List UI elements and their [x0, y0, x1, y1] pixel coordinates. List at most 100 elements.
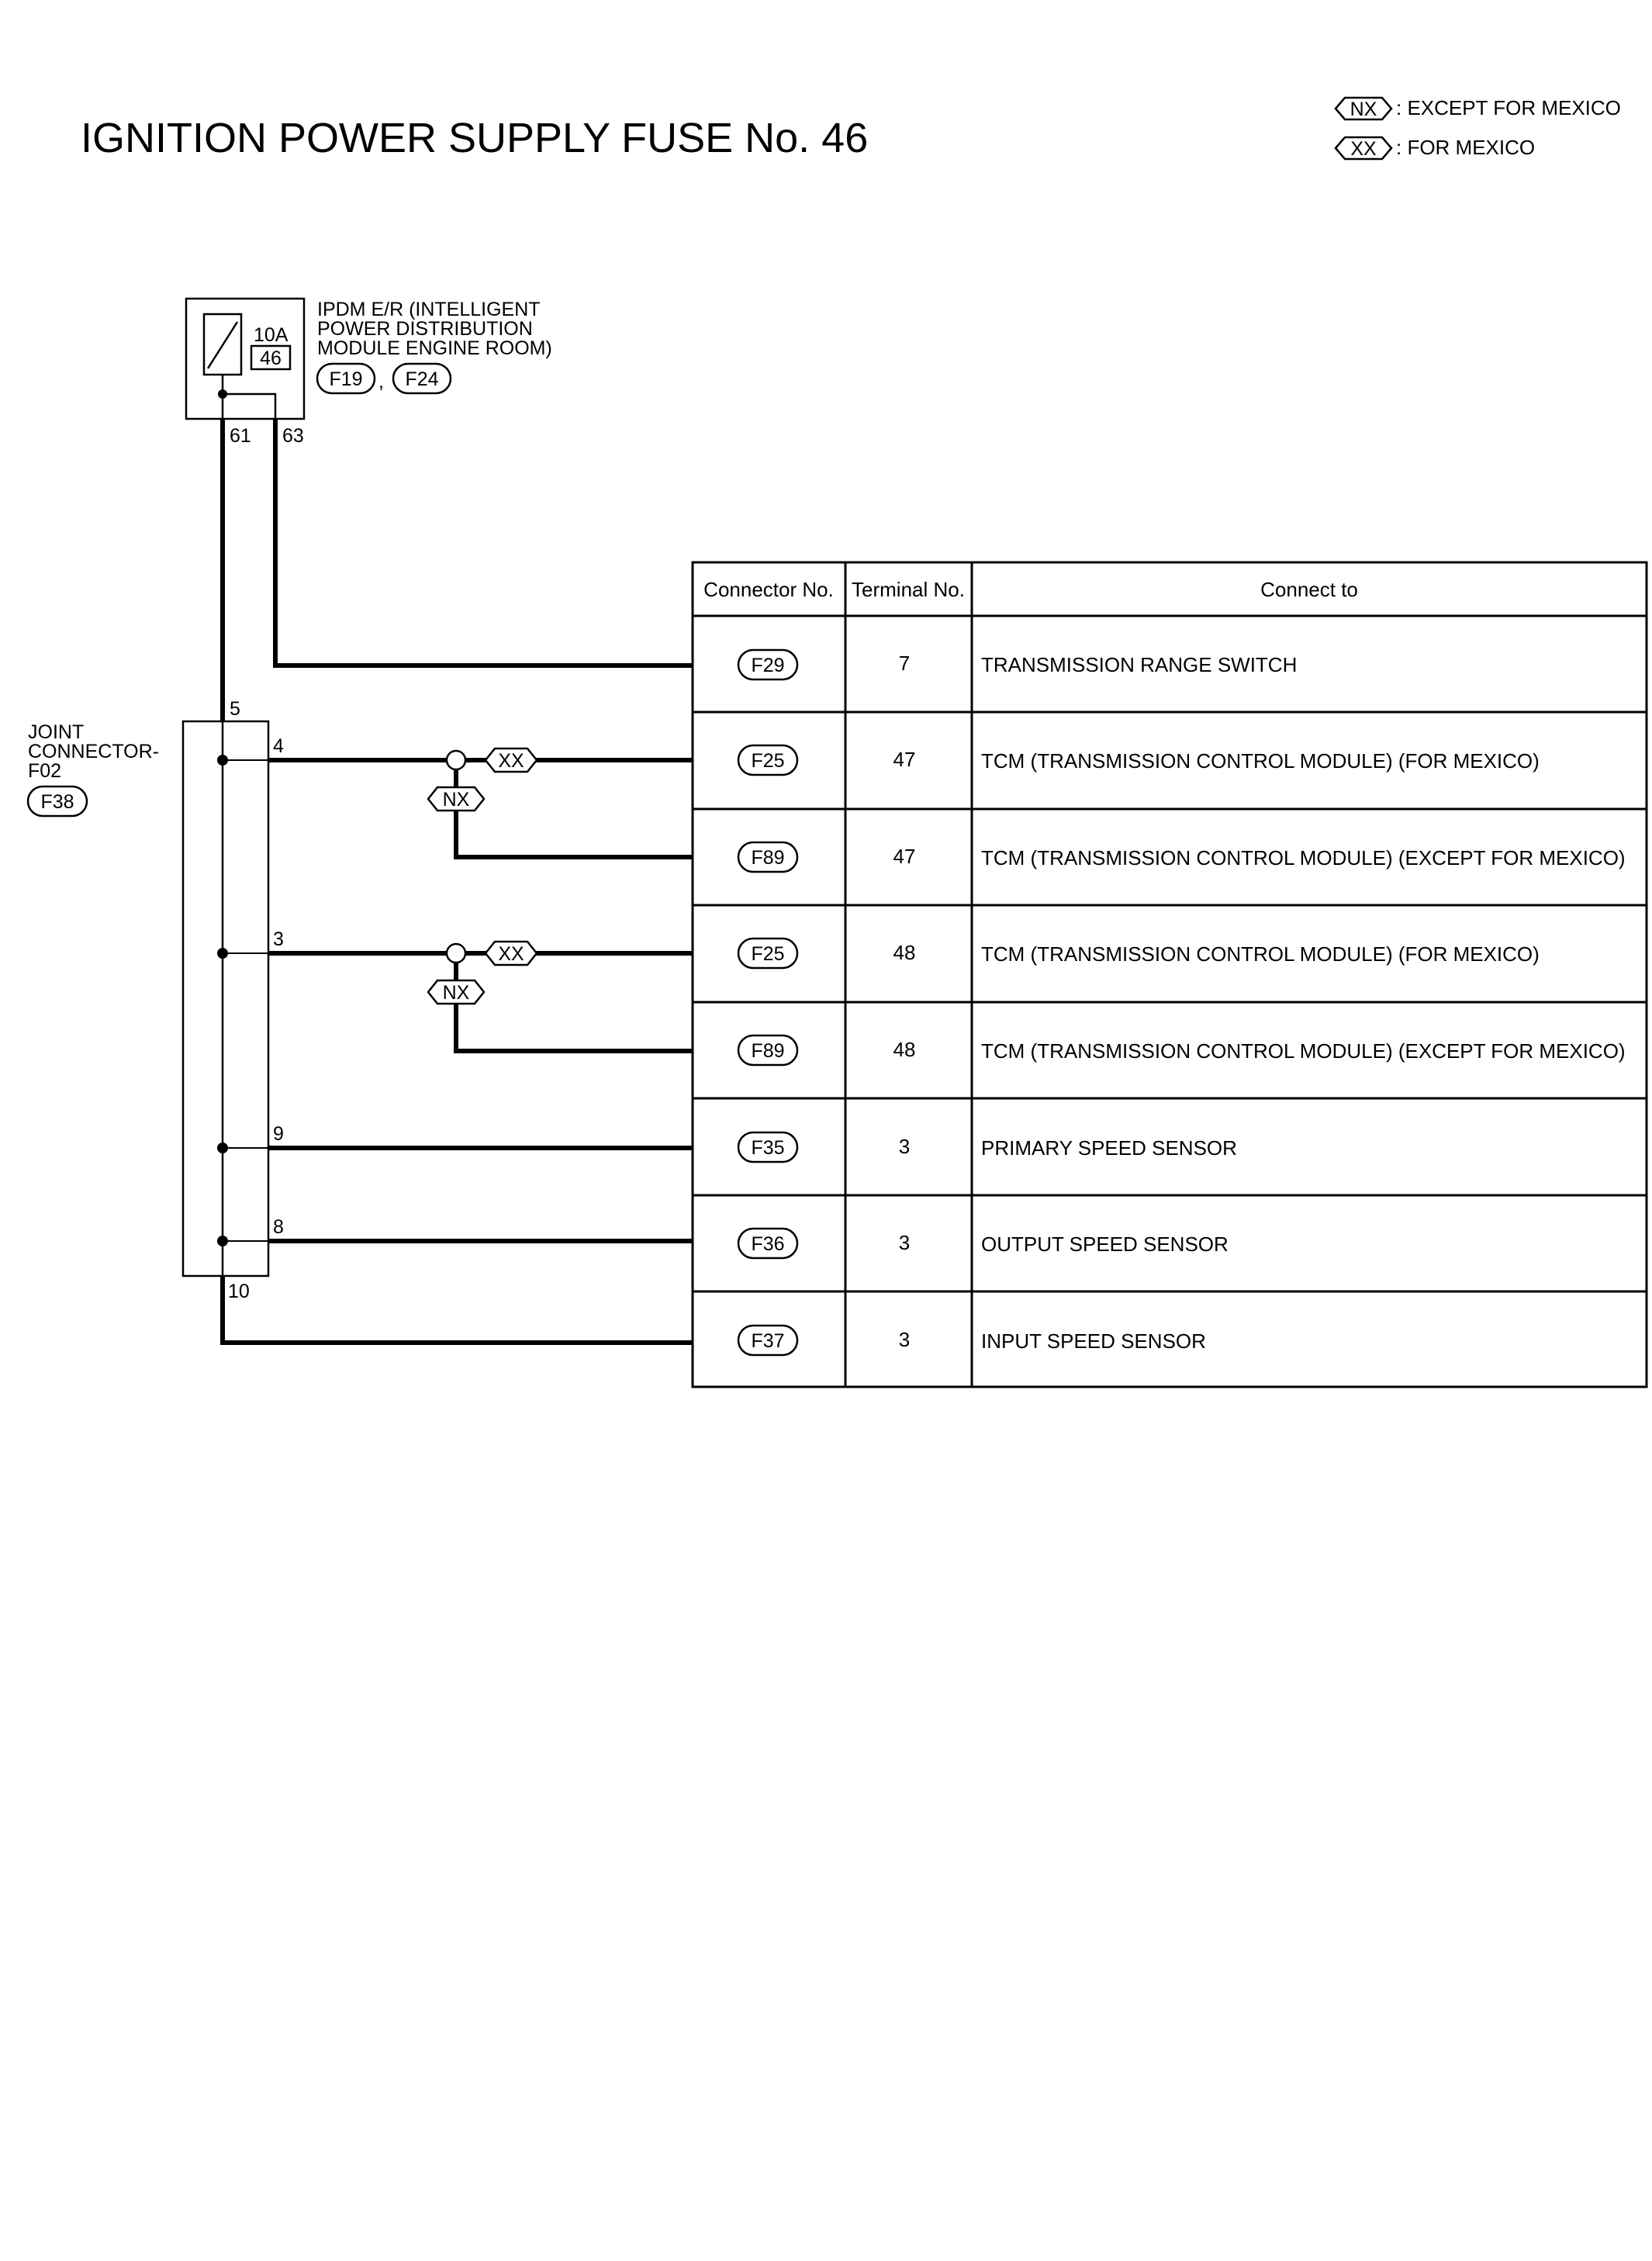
- connector-tag: [26, 785, 88, 818]
- connector-tag: [737, 744, 799, 776]
- page-title: IGNITION POWER SUPPLY FUSE No. 46: [81, 115, 868, 161]
- terminal-no: 7: [899, 652, 910, 675]
- xx-tag-icon: [484, 940, 538, 966]
- xx-tag-icon: [484, 747, 538, 773]
- connect-to: INPUT SPEED SENSOR: [981, 1329, 1206, 1353]
- table-row: F35 3 PRIMARY SPEED SENSOR: [737, 1131, 1237, 1163]
- table-border: [691, 561, 1648, 1388]
- option-junction-1: XX NX: [427, 747, 538, 812]
- connector-tag: [737, 937, 799, 970]
- table-row: F89 47 TCM (TRANSMISSION CONTROL MODULE)…: [737, 841, 1626, 873]
- legend-code: NX: [1350, 99, 1377, 120]
- ipdm-label-line: MODULE ENGINE ROOM): [317, 337, 552, 359]
- table-header: Connector No.: [703, 578, 834, 601]
- legend-item-nx: NX : EXCEPT FOR MEXICO: [1334, 96, 1621, 121]
- splice-dot: [218, 389, 227, 399]
- legend-text: : FOR MEXICO: [1396, 136, 1535, 159]
- connect-to: OUTPUT SPEED SENSOR: [981, 1232, 1229, 1256]
- legend: NX : EXCEPT FOR MEXICO XX : FOR MEXICO: [1334, 96, 1621, 161]
- table-row: F29 7 TRANSMISSION RANGE SWITCH: [737, 648, 1297, 681]
- connector-tag: [316, 362, 376, 395]
- terminal-no: 3: [899, 1231, 910, 1254]
- terminal-no: 48: [893, 1038, 916, 1061]
- joint-label-line: CONNECTOR-: [28, 741, 159, 762]
- xx-tag-icon: [1334, 136, 1393, 161]
- ipdm-module: 10A 46 IPDM E/R (INTELLIGENT POWER DISTR…: [185, 297, 552, 447]
- pin-label: 9: [273, 1123, 284, 1145]
- pin-label: 4: [273, 735, 284, 757]
- joint-label-line: F02: [28, 760, 61, 782]
- wires: [220, 419, 693, 1345]
- splice-dot: [217, 1143, 228, 1153]
- splice-dot: [217, 755, 228, 766]
- pin-label: 61: [230, 425, 251, 447]
- connect-to: TCM (TRANSMISSION CONTROL MODULE) (EXCEP…: [981, 1039, 1626, 1063]
- connector-tag: [737, 1227, 799, 1260]
- connect-to: TRANSMISSION RANGE SWITCH: [981, 653, 1297, 676]
- joint-connector-box: [181, 720, 270, 1277]
- terminal-no: 48: [893, 941, 916, 964]
- connector-id: F37: [751, 1330, 784, 1352]
- table-row: F37 3 INPUT SPEED SENSOR: [737, 1324, 1206, 1357]
- connector-tag: [737, 1131, 799, 1163]
- terminal-no: 3: [899, 1135, 910, 1158]
- connector-separator: ,: [378, 371, 384, 392]
- connector-tag: [737, 1324, 799, 1357]
- connector-tag: [737, 648, 799, 681]
- connect-to: TCM (TRANSMISSION CONTROL MODULE) (FOR M…: [981, 942, 1540, 966]
- terminal-no: 47: [893, 845, 916, 868]
- joint-label-line: JOINT: [28, 721, 84, 743]
- option-tag: XX: [498, 943, 524, 965]
- connector-id: F24: [405, 368, 438, 390]
- pin-label: 63: [282, 425, 304, 447]
- legend-item-xx: XX : FOR MEXICO: [1334, 136, 1535, 161]
- nx-tag-icon: [1334, 96, 1393, 121]
- table-header: Connect to: [1260, 578, 1358, 601]
- option-tag: NX: [443, 789, 470, 811]
- connector-id: F25: [751, 750, 784, 772]
- legend-code: XX: [1350, 138, 1377, 160]
- fuse-rating: 10A: [254, 324, 289, 346]
- fuse-number-box: [250, 344, 292, 371]
- splice-dot: [217, 948, 228, 959]
- pin-label: 3: [273, 928, 284, 950]
- nx-tag-icon: [427, 979, 486, 1005]
- connector-id: F35: [751, 1137, 784, 1159]
- connector-id: F89: [751, 1040, 784, 1062]
- wire-63-to-f29: [273, 419, 693, 668]
- connect-to: TCM (TRANSMISSION CONTROL MODULE) (EXCEP…: [981, 846, 1626, 869]
- splice-dot: [217, 1236, 228, 1246]
- terminal-no: 3: [899, 1328, 910, 1351]
- ipdm-label-line: IPDM E/R (INTELLIGENT: [317, 299, 541, 320]
- connector-id: F29: [751, 655, 784, 676]
- nx-tag-icon: [427, 786, 486, 812]
- connection-table: Connector No. Terminal No. Connect to F2…: [691, 561, 1648, 1388]
- pin-label: 5: [230, 698, 240, 720]
- connector-tag: [737, 1034, 799, 1067]
- table-row: F25 48 TCM (TRANSMISSION CONTROL MODULE)…: [737, 937, 1540, 970]
- junction-circle: [445, 942, 467, 964]
- option-tag: NX: [443, 982, 470, 1004]
- connector-id: F19: [329, 368, 362, 390]
- wire-4-to-f89: [454, 760, 693, 859]
- wire-3-to-f89: [454, 953, 693, 1053]
- connector-id: F38: [40, 791, 74, 813]
- connect-to: PRIMARY SPEED SENSOR: [981, 1136, 1237, 1160]
- connector-id: F89: [751, 847, 784, 869]
- connect-to: TCM (TRANSMISSION CONTROL MODULE) (FOR M…: [981, 749, 1540, 773]
- connector-id: F36: [751, 1233, 784, 1255]
- connector-tag: [737, 841, 799, 873]
- option-tag: XX: [498, 750, 524, 772]
- table-row: F36 3 OUTPUT SPEED SENSOR: [737, 1227, 1229, 1260]
- connector-id: F25: [751, 943, 784, 965]
- pin-label: 8: [273, 1216, 284, 1238]
- fuse-number: 46: [260, 347, 282, 369]
- table-header: Terminal No.: [852, 578, 965, 601]
- table-row: F89 48 TCM (TRANSMISSION CONTROL MODULE)…: [737, 1034, 1626, 1067]
- table-row: F25 47 TCM (TRANSMISSION CONTROL MODULE)…: [737, 744, 1540, 776]
- terminal-no: 47: [893, 748, 916, 771]
- junction-circle: [445, 749, 467, 771]
- legend-text: : EXCEPT FOR MEXICO: [1396, 96, 1621, 119]
- connector-tag: [392, 362, 452, 395]
